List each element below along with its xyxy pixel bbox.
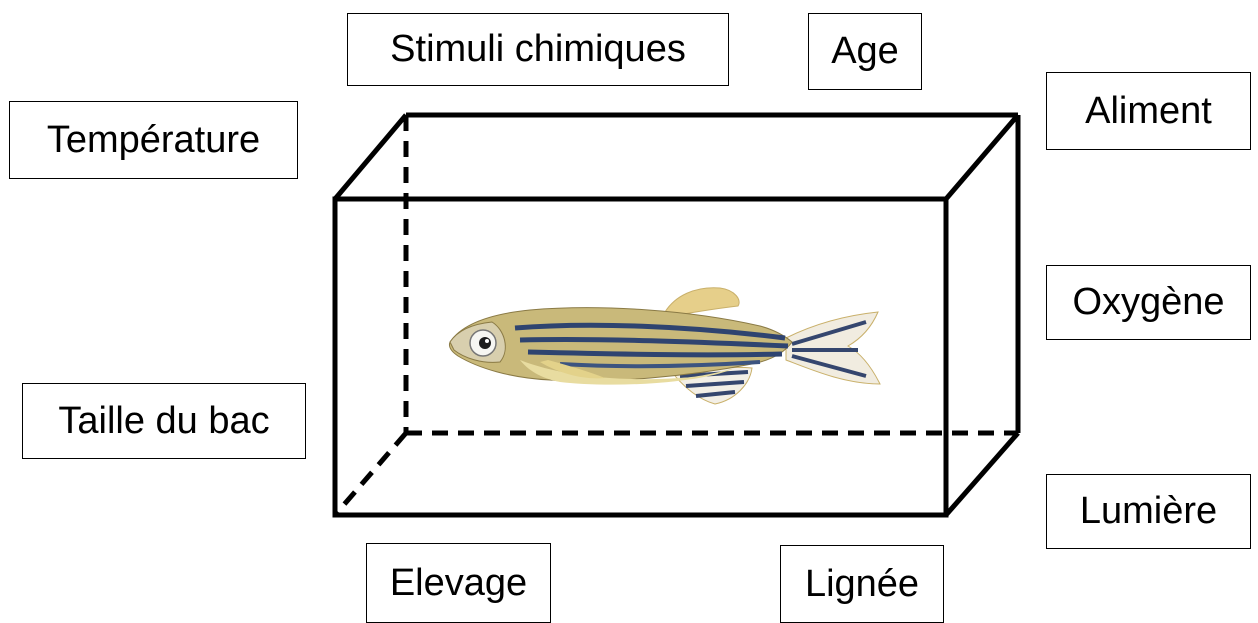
label-lignee: Lignée [780,545,944,623]
label-aliment: Aliment [1046,72,1251,150]
label-elevage: Elevage [366,543,551,623]
label-temperature: Température [9,101,298,179]
label-oxygene: Oxygène [1046,265,1251,340]
label-stimuli-chimiques: Stimuli chimiques [347,13,729,86]
label-lumiere: Lumière [1046,474,1251,549]
label-taille-du-bac: Taille du bac [22,383,306,459]
zebrafish-icon [449,288,880,404]
label-age: Age [808,13,922,90]
